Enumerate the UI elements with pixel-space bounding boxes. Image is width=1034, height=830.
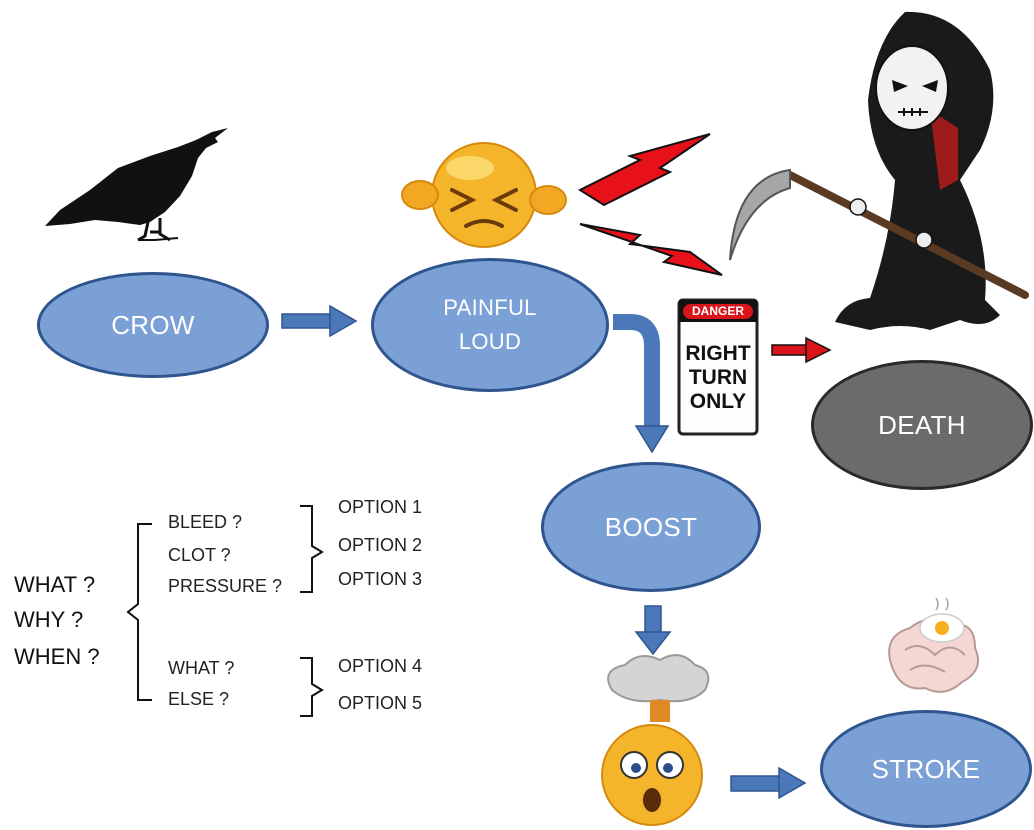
lightning-bolt-icon [577,133,723,276]
node-boost-label: BOOST [604,511,698,542]
node-painful-label: PAINFUL [443,295,537,320]
option-3: OPTION 3 [338,569,423,589]
node-death: DEATH [811,360,1033,490]
sign-line-1: RIGHT [685,342,751,365]
node-stroke: STROKE [820,710,1032,828]
option-1: OPTION 1 [338,497,423,517]
grim-reaper-icon [729,11,1029,330]
pained-face-icon [401,142,567,248]
option-4: OPTION 4 [338,656,423,676]
exploding-head-icon [601,654,710,826]
bracket-group1 [300,505,324,593]
question-when: WHEN ? [14,644,100,669]
arrow-painful-to-boost [613,314,670,454]
arrow-crow-to-painful [281,304,358,338]
question-why: WHY ? [14,607,84,632]
sign-text: RIGHT TURN ONLY [681,342,755,414]
question-what: WHAT ? [14,572,96,597]
option-2: OPTION 2 [338,535,423,555]
item-else: ELSE ? [168,689,230,709]
node-stroke-label: STROKE [871,753,981,784]
fried-brain-icon [888,597,979,693]
item-bleed: BLEED ? [168,512,243,532]
option-5: OPTION 5 [338,693,423,713]
node-painful-loud: PAINFUL LOUD [371,258,609,392]
crow-icon [45,128,228,242]
node-boost: BOOST [541,462,761,592]
arrow-to-stroke [730,766,807,800]
node-crow: CROW [37,272,269,378]
danger-label: DANGER [683,304,753,319]
item-what: WHAT ? [168,658,235,678]
node-loud-label: LOUD [458,329,522,354]
node-crow-label: CROW [111,309,195,340]
item-clot: CLOT ? [168,545,231,565]
bracket-main [126,523,152,701]
bracket-group2 [300,657,324,717]
arrow-boost-down [634,605,672,656]
arrow-to-death [771,336,832,364]
node-death-label: DEATH [878,409,966,440]
item-pressure: PRESSURE ? [168,576,283,596]
sign-line-2: TURN [688,366,748,389]
sign-line-3: ONLY [689,390,747,413]
